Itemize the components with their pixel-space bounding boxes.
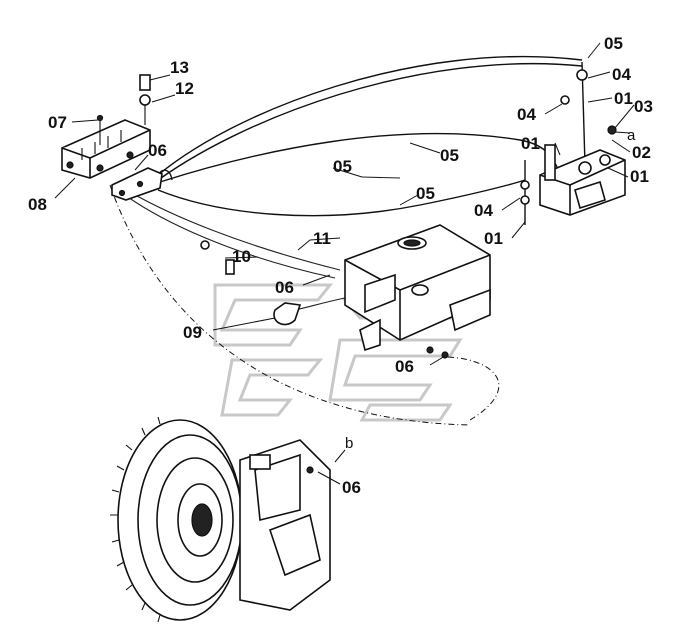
label-b: b [345, 435, 353, 452]
control-valve-housing [344, 224, 491, 359]
label-08: 08 [28, 195, 47, 214]
label-04-mid: 04 [517, 105, 536, 124]
label-11: 11 [313, 229, 331, 248]
label-01-right: 01 [630, 167, 649, 186]
leader-lines [54, 42, 635, 485]
label-03: 03 [634, 97, 653, 116]
label-06-bottom: 06 [342, 478, 361, 497]
elbow-fitting-09 [273, 302, 302, 326]
label-12: 12 [175, 79, 194, 98]
label-09: 09 [183, 323, 202, 342]
hose-05-lower [157, 179, 526, 217]
label-05-top: 05 [604, 34, 623, 53]
label-04-lower: 04 [474, 201, 493, 220]
label-06-lower: 06 [395, 357, 414, 376]
manifold-block-08 [61, 119, 151, 179]
screw-07 [96, 114, 104, 145]
fitting-block-06 [111, 167, 163, 201]
label-07: 07 [48, 113, 67, 132]
line-to-valve-1 [124, 194, 336, 279]
label-01-mid: 01 [521, 134, 540, 153]
label-a: a [627, 127, 636, 144]
leader-arc-lower [109, 184, 471, 426]
label-05-lower: 05 [416, 184, 435, 203]
bracket-assembly-right [520, 69, 626, 216]
leader-arc-right [447, 356, 500, 421]
hose-05-middle [159, 132, 561, 183]
label-05-right: 05 [440, 146, 459, 165]
callout-labels: 13 12 07 06 08 05 04 01 03 04 a 01 02 05… [28, 34, 653, 497]
label-02: 02 [632, 143, 651, 162]
label-04-top: 04 [612, 65, 631, 84]
hose-05-upper [149, 55, 583, 183]
label-01-upper: 01 [614, 89, 633, 108]
fitting-12-13 [139, 74, 151, 125]
label-06-left: 06 [148, 141, 167, 160]
fitting-10 [200, 240, 235, 275]
torque-converter [110, 416, 331, 623]
hose-05-upper-2 [149, 62, 583, 187]
label-01-lower: 01 [484, 229, 503, 248]
hose-05-fitting [361, 176, 401, 179]
label-10: 10 [232, 247, 251, 266]
label-05-middle: 05 [333, 157, 352, 176]
label-06-center: 06 [275, 278, 294, 297]
line-to-valve-2 [129, 191, 341, 271]
label-13: 13 [170, 58, 189, 77]
